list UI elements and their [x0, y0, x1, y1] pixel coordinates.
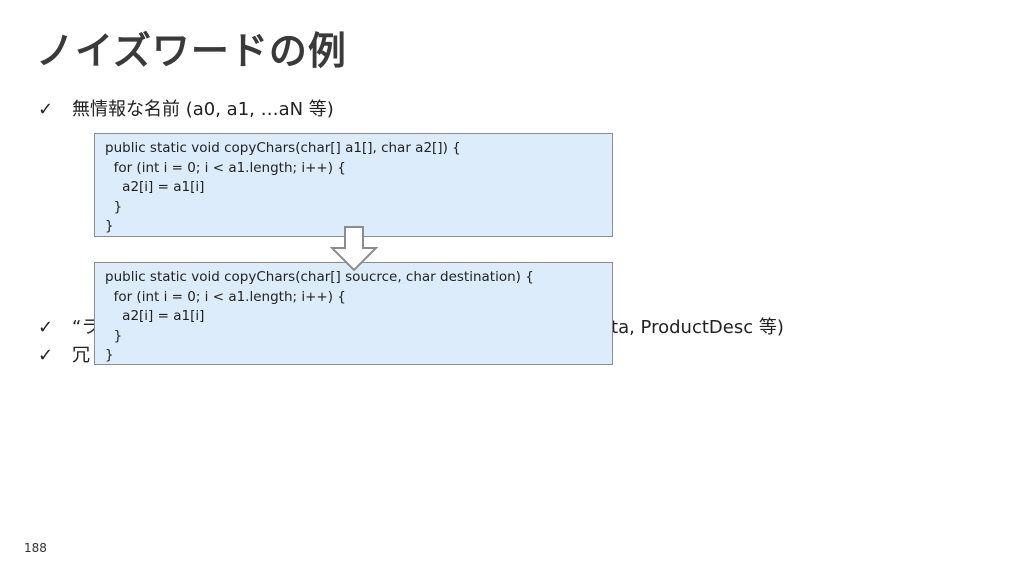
- code-line: for (int i = 0; i < a1.length; i++) {: [105, 159, 346, 176]
- checkmark-icon: ✓: [38, 317, 54, 338]
- bullet-type-names: ✓ “ラ: [38, 313, 99, 339]
- checkmark-icon: ✓: [38, 345, 54, 366]
- code-block-before: public static void copyChars(char[] a1[]…: [94, 133, 613, 237]
- code-line: a2[i] = a1[i]: [105, 179, 205, 195]
- code-line: }: [105, 218, 114, 234]
- bullet-text: 無情報な名前 (a0, a1, …aN 等): [72, 99, 334, 120]
- checkmark-icon: ✓: [38, 99, 54, 120]
- code-line: }: [105, 347, 114, 363]
- bullet-text-tail: ata, ProductDesc 等): [600, 317, 784, 338]
- code-line: public static void copyChars(char[] a1[]…: [105, 140, 461, 156]
- code-line: }: [105, 198, 123, 215]
- down-arrow-icon: [330, 226, 378, 272]
- code-line: a2[i] = a1[i]: [105, 308, 205, 324]
- bullet-redundant: ✓冗: [38, 341, 90, 367]
- bullet-noise-names: ✓ 無情報な名前 (a0, a1, …aN 等): [38, 95, 334, 121]
- bullet-text: “ラ: [72, 317, 100, 338]
- bullet-text: 冗: [72, 345, 90, 366]
- code-line: for (int i = 0; i < a1.length; i++) {: [105, 288, 346, 305]
- page-number: 188: [24, 541, 47, 555]
- code-line: public static void copyChars(char[] souc…: [105, 269, 534, 285]
- code-line: }: [105, 327, 123, 344]
- code-block-after: public static void copyChars(char[] souc…: [94, 262, 613, 365]
- slide-title: ノイズワードの例: [36, 29, 347, 73]
